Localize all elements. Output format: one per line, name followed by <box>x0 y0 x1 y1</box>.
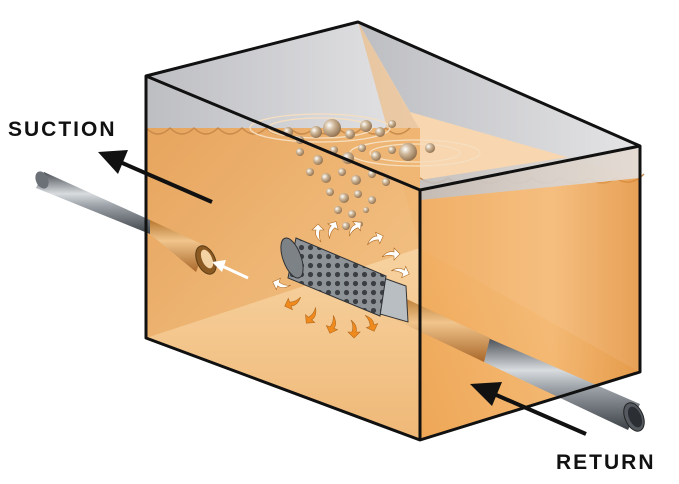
diffusion-arrow <box>284 296 301 311</box>
bubble <box>425 143 435 153</box>
diffusion-arrow <box>347 319 361 339</box>
bubble <box>375 127 385 137</box>
diffusion-arrow <box>325 315 339 334</box>
fluid-front-wall <box>420 146 640 440</box>
air-space-right <box>358 22 640 178</box>
bubble <box>363 207 369 213</box>
bubble <box>321 173 331 183</box>
diffusion-arrow <box>305 307 317 324</box>
air-space-front <box>420 146 640 200</box>
bubble <box>310 126 322 138</box>
bubble <box>338 168 346 176</box>
bubble <box>368 196 376 204</box>
bubble <box>348 210 356 218</box>
tank-outline <box>144 20 642 442</box>
air-bubbles <box>283 119 435 230</box>
perforated-diffuser-icon <box>280 237 387 317</box>
bubble <box>323 119 341 137</box>
bubble <box>388 120 396 128</box>
diffusion-arrow <box>311 223 325 243</box>
bubble <box>351 175 361 185</box>
diffusion-arrow <box>367 231 384 246</box>
bubble <box>382 178 390 186</box>
bubble <box>360 120 372 132</box>
diffusion-arrow <box>364 315 379 332</box>
bubble <box>342 222 350 230</box>
arrow-up-left-icon <box>470 382 587 436</box>
bubble <box>399 143 417 161</box>
return-label: RETURN <box>556 451 656 474</box>
arrow-up-left-icon <box>98 150 213 204</box>
bubble <box>388 146 396 154</box>
bubble <box>345 129 355 139</box>
bubble <box>326 188 334 196</box>
bubble <box>358 144 366 152</box>
bubble <box>371 151 381 161</box>
diffusion-arrow <box>272 277 291 291</box>
bubble <box>306 168 314 176</box>
bubble <box>313 155 323 165</box>
bubble <box>296 148 304 156</box>
suction-label: SUCTION <box>8 118 117 141</box>
suction-inflow-arrow <box>212 260 249 280</box>
diffusion-arrow <box>381 247 401 261</box>
bubble <box>354 190 362 198</box>
diffusion-arrow <box>391 265 410 279</box>
bubble <box>334 206 342 214</box>
bubble <box>339 193 349 203</box>
diffusion-arrow <box>327 221 339 239</box>
diffusion-arrows <box>272 221 410 339</box>
suction-pipe <box>35 171 217 275</box>
diffusion-arrow <box>349 221 362 237</box>
